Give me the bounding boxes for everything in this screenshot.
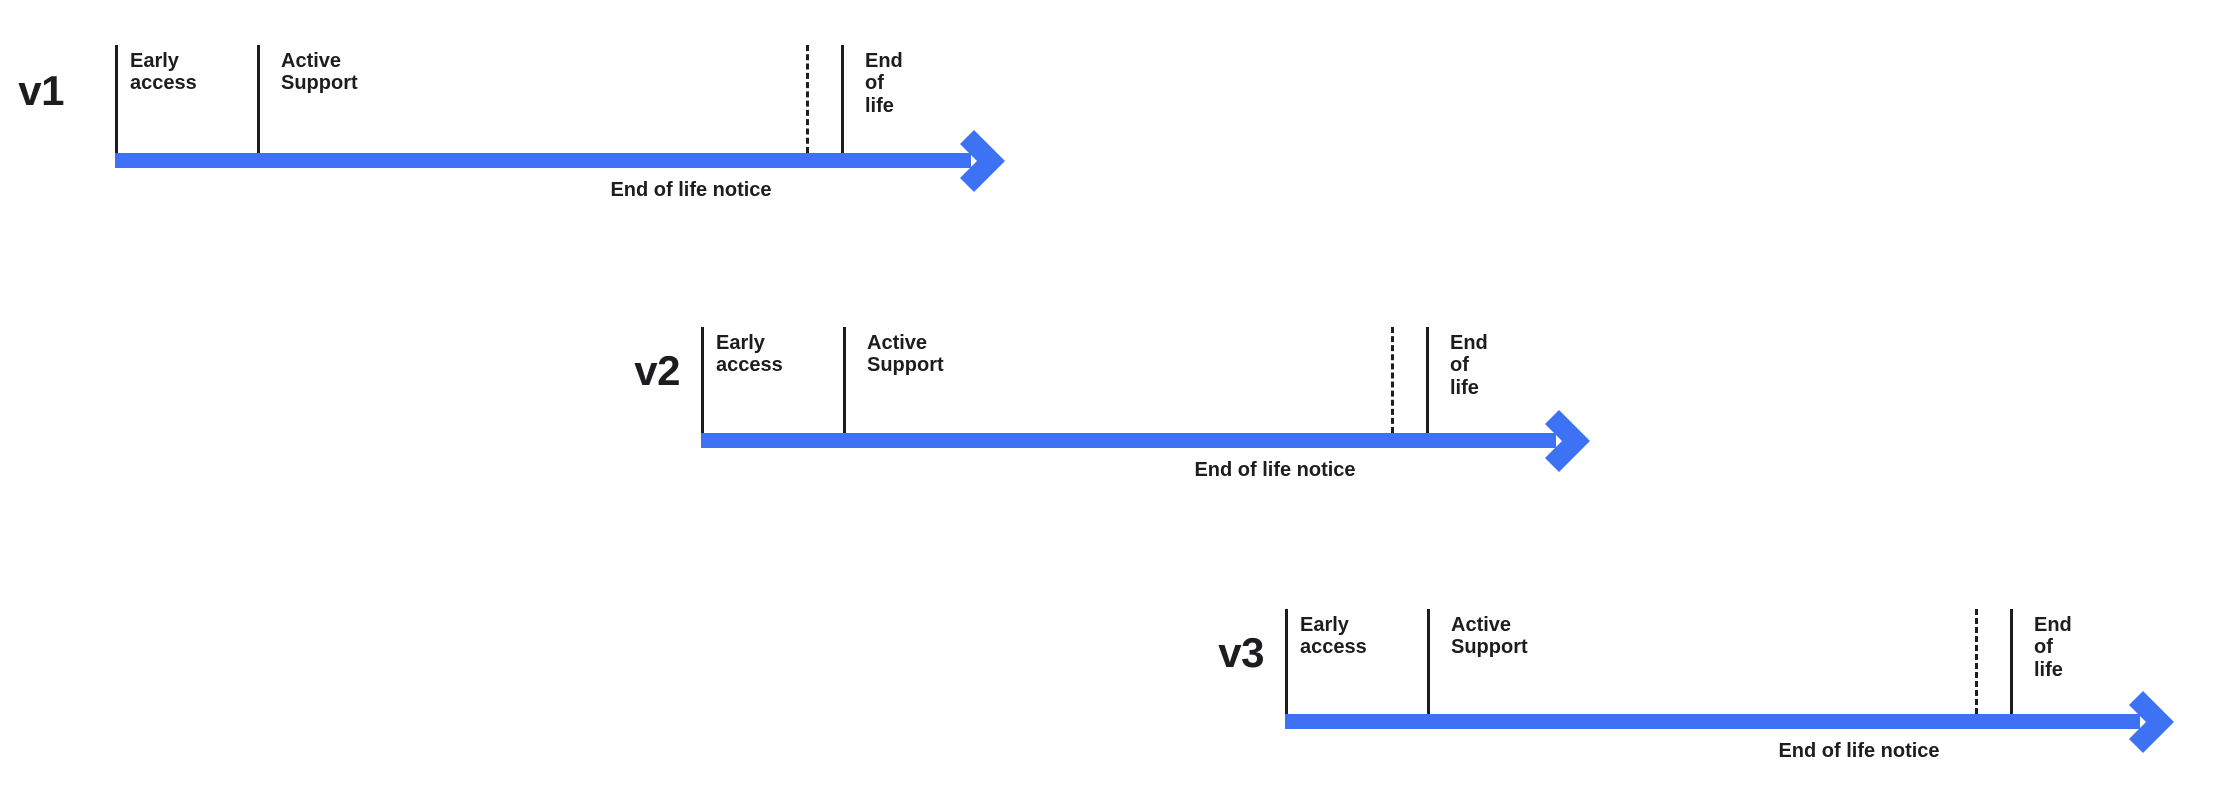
tick-end-of-life-start-v2 bbox=[1426, 327, 1429, 433]
tick-active-support-start-v3 bbox=[1427, 609, 1430, 714]
tick-end-of-life-notice-v2 bbox=[1391, 327, 1394, 433]
phase-label-active-support-v3: Active Support bbox=[1451, 614, 1528, 659]
version-label-v1: v1 bbox=[18, 67, 64, 114]
tick-end-of-life-notice-v3 bbox=[1975, 609, 1978, 714]
phase-label-end-of-life-v2: End of life bbox=[1450, 332, 1488, 399]
tick-early-access-start-v3 bbox=[1285, 609, 1288, 714]
phase-label-early-access-v1: Early access bbox=[130, 50, 197, 95]
tick-early-access-start-v2 bbox=[701, 327, 704, 433]
end-of-life-notice-label-v2: End of life notice bbox=[1194, 459, 1356, 481]
phase-label-early-access-v3: Early access bbox=[1300, 614, 1367, 659]
phase-label-end-of-life-v1: End of life bbox=[865, 50, 903, 117]
right-arrow-icon-v3 bbox=[2129, 691, 2174, 753]
phase-label-active-support-v1: Active Support bbox=[281, 50, 358, 95]
right-arrow-icon-v1 bbox=[960, 130, 1005, 192]
timeline-bar-v2 bbox=[701, 433, 1556, 448]
tick-active-support-start-v2 bbox=[843, 327, 846, 433]
tick-end-of-life-start-v1 bbox=[841, 45, 844, 153]
tick-end-of-life-start-v3 bbox=[2010, 609, 2013, 714]
timeline-bar-v1 bbox=[115, 153, 971, 168]
timeline-bar-v3 bbox=[1285, 714, 2140, 729]
phase-label-early-access-v2: Early access bbox=[716, 332, 783, 377]
tick-end-of-life-notice-v1 bbox=[806, 45, 809, 153]
tick-early-access-start-v1 bbox=[115, 45, 118, 153]
end-of-life-notice-label-v1: End of life notice bbox=[610, 179, 772, 201]
version-label-v2: v2 bbox=[634, 347, 680, 394]
end-of-life-notice-label-v3: End of life notice bbox=[1778, 740, 1940, 762]
tick-active-support-start-v1 bbox=[257, 45, 260, 153]
phase-label-active-support-v2: Active Support bbox=[867, 332, 944, 377]
version-label-v3: v3 bbox=[1218, 629, 1264, 676]
phase-label-end-of-life-v3: End of life bbox=[2034, 614, 2072, 681]
right-arrow-icon-v2 bbox=[1545, 410, 1590, 472]
